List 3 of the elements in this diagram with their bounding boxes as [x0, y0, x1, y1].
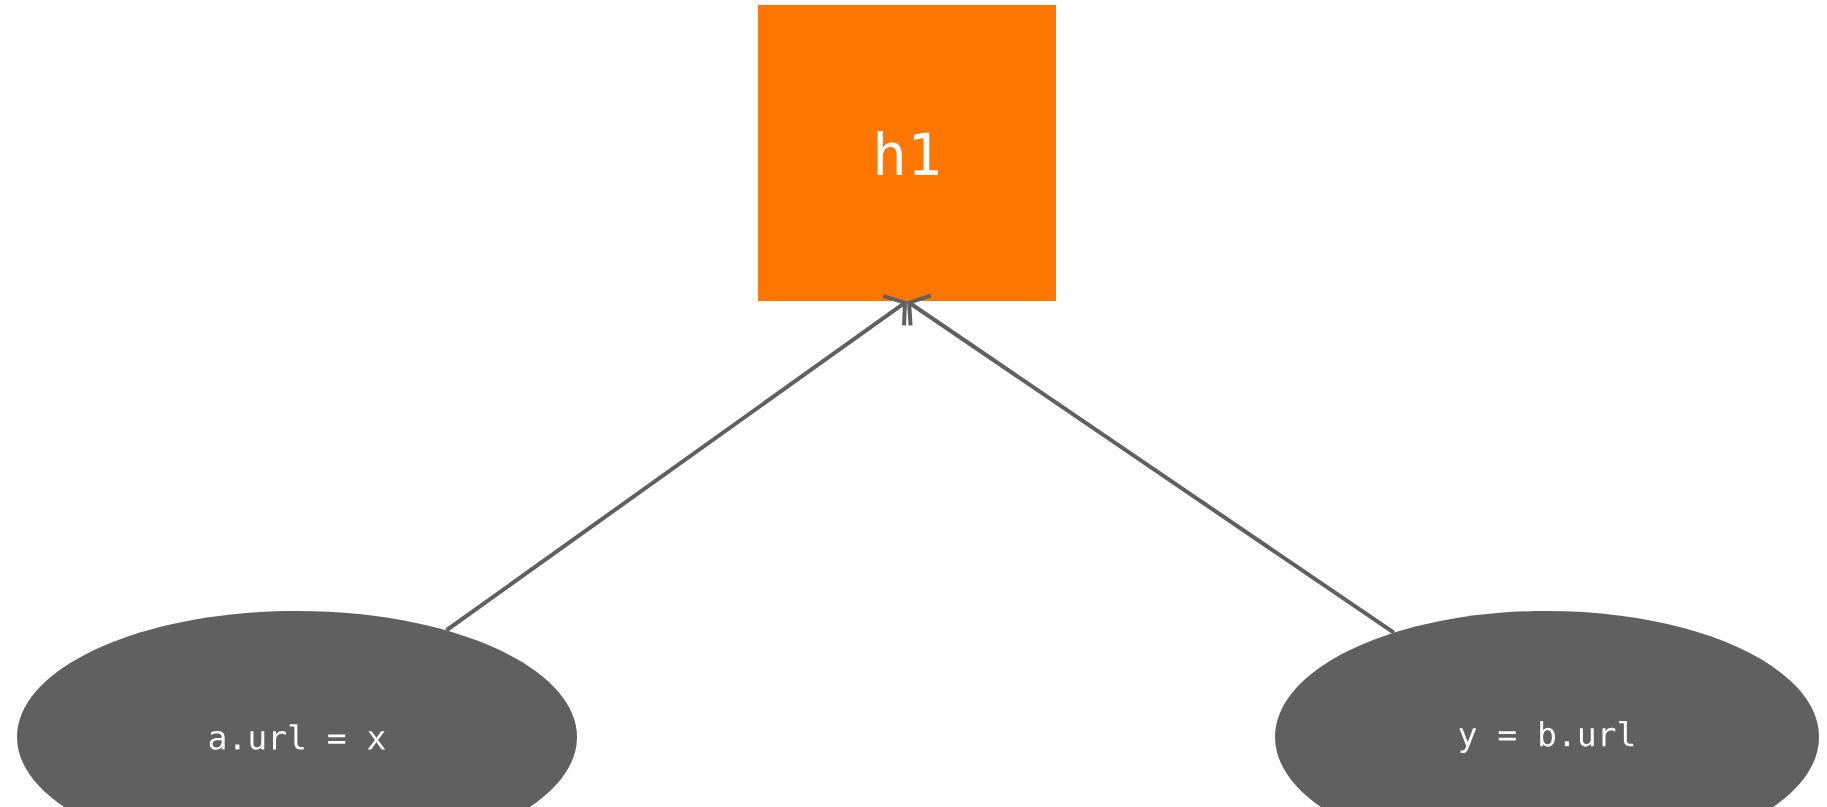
- process-box: h1: [758, 5, 1056, 301]
- arrow: [445, 294, 907, 632]
- arrow: [907, 293, 1395, 635]
